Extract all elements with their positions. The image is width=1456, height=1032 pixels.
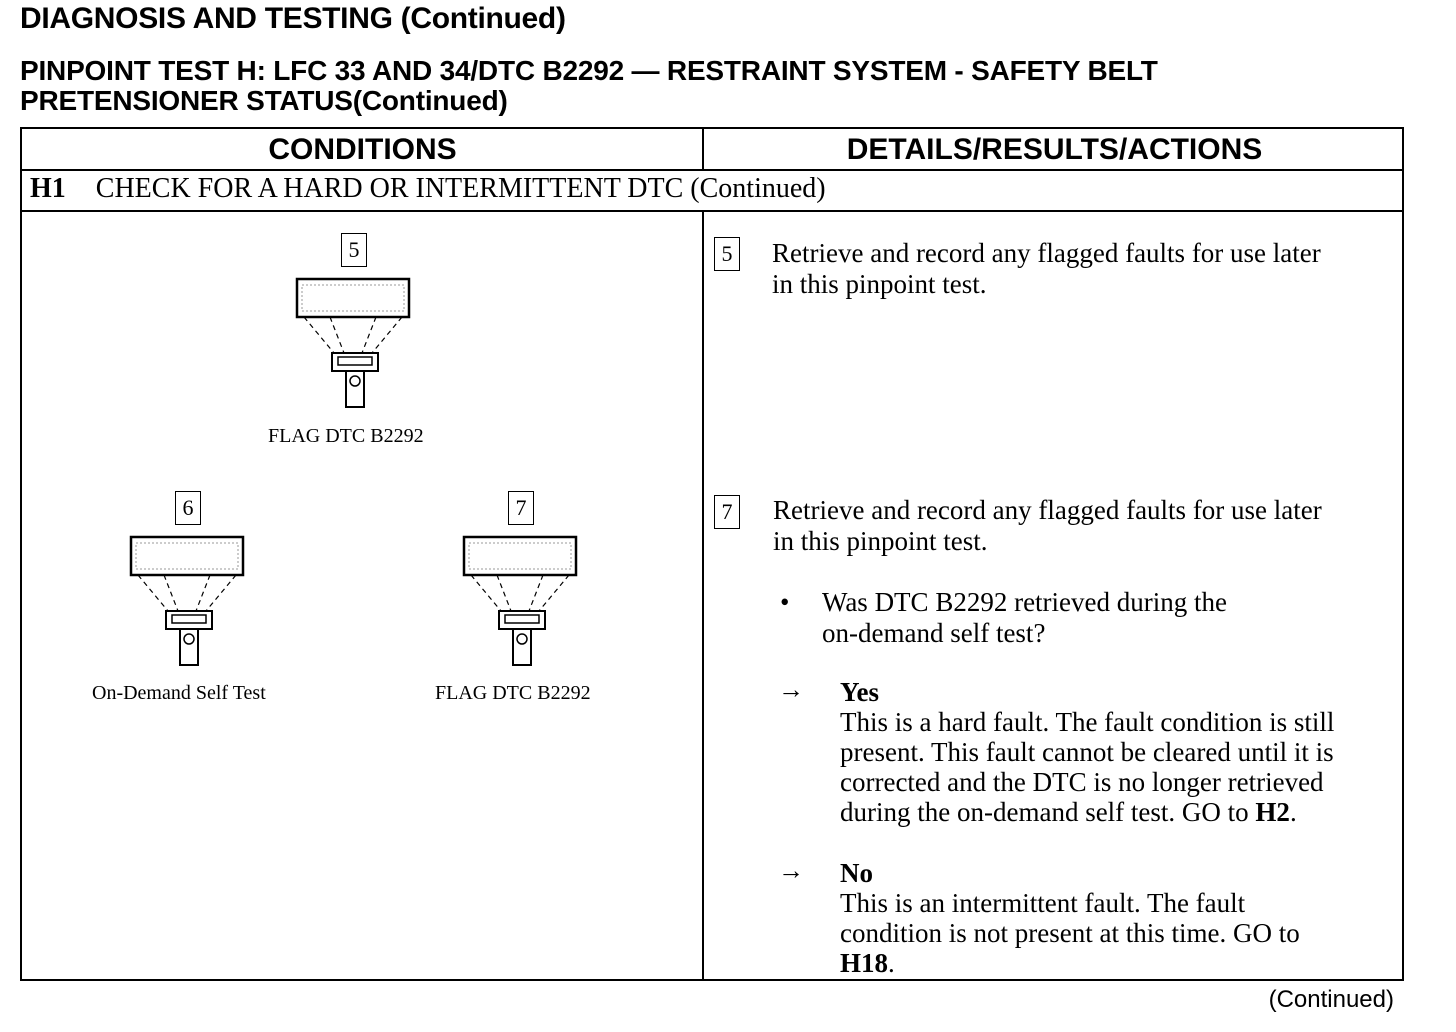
no-branch: No This is an intermittent fault. The fa… (840, 858, 1400, 978)
step-title: CHECK FOR A HARD OR INTERMITTENT DTC (95, 173, 684, 204)
pinpoint-title-line-2: PRETENSIONER STATUS(Continued) (20, 85, 508, 116)
figure-6-step-number: 6 (175, 491, 201, 525)
no-label: No (840, 858, 873, 888)
question-line-2: on-demand self test? (822, 618, 1046, 648)
details-step-5-line-1: Retrieve and record any flagged faults f… (772, 238, 1321, 268)
pinpoint-title-line-1: PINPOINT TEST H: LFC 33 AND 34/DTC B2292… (20, 55, 1158, 86)
figure-5-step-number: 5 (341, 233, 367, 267)
yes-line-2: present. This fault cannot be cleared un… (840, 737, 1334, 767)
no-line-2: condition is not present at this time. G… (840, 918, 1300, 948)
details-step-7-line-1: Retrieve and record any flagged faults f… (773, 495, 1322, 525)
details-step-5-line-2: in this pinpoint test. (772, 269, 987, 299)
no-line-3-end: . (888, 948, 895, 978)
goto-h18-link[interactable]: H18 (840, 948, 889, 978)
pinpoint-test-table: CONDITIONS DETAILS/RESULTS/ACTIONS H1 CHE… (20, 127, 1404, 981)
yes-arrow-icon: → (778, 675, 804, 704)
body-divider (702, 212, 704, 979)
details-step-7-line-2: in this pinpoint test. (773, 526, 988, 556)
details-step-7-number: 7 (714, 495, 740, 529)
column-header-conditions: CONDITIONS (268, 133, 457, 166)
scan-tool-diagram-icon (129, 535, 245, 666)
figure-5-caption: FLAG DTC B2292 (268, 425, 424, 447)
step-id: H1 (30, 173, 66, 204)
no-line-1: This is an intermittent fault. The fault (840, 888, 1246, 918)
question-text: Was DTC B2292 retrieved during the on-de… (822, 587, 1382, 649)
scan-tool-diagram-icon (295, 277, 411, 408)
step-title-rule (22, 210, 1402, 212)
yes-line-1: This is a hard fault. The fault conditio… (840, 707, 1335, 737)
no-arrow-icon: → (778, 856, 804, 885)
figure-7-step-number: 7 (508, 491, 534, 525)
yes-line-4-end: . (1289, 797, 1297, 827)
yes-line-4: during the on-demand self test. GO to H2… (840, 797, 1400, 827)
figure-6-caption: On-Demand Self Test (92, 682, 266, 704)
yes-line-4-text: during the on-demand self test. GO to (840, 797, 1249, 827)
details-step-7-text: Retrieve and record any flagged faults f… (773, 495, 1393, 557)
question-bullet: • (780, 587, 790, 617)
no-line-3: H18. (840, 948, 1400, 978)
step-title-suffix: (Continued) (690, 173, 826, 204)
yes-label: Yes (840, 677, 879, 707)
page-title: DIAGNOSIS AND TESTING (Continued) (20, 2, 566, 35)
continued-label: (Continued) (1268, 986, 1394, 1013)
details-step-5-number: 5 (714, 237, 740, 271)
details-step-5-text: Retrieve and record any flagged faults f… (772, 238, 1392, 300)
header-divider (702, 129, 704, 169)
question-line-1: Was DTC B2292 retrieved during the (822, 587, 1227, 617)
figure-7-caption: FLAG DTC B2292 (435, 682, 591, 704)
column-header-details: DETAILS/RESULTS/ACTIONS (846, 133, 1263, 166)
yes-line-3: corrected and the DTC is no longer retri… (840, 767, 1324, 797)
step-title-row: H1 CHECK FOR A HARD OR INTERMITTENT DTC (… (30, 173, 826, 205)
header-rule (22, 169, 1402, 171)
pinpoint-test-title: PINPOINT TEST H: LFC 33 AND 34/DTC B2292… (20, 56, 1158, 116)
yes-branch: Yes This is a hard fault. The fault cond… (840, 677, 1400, 827)
scan-tool-diagram-icon (462, 535, 578, 666)
goto-h2-link[interactable]: H2 (1255, 797, 1290, 827)
